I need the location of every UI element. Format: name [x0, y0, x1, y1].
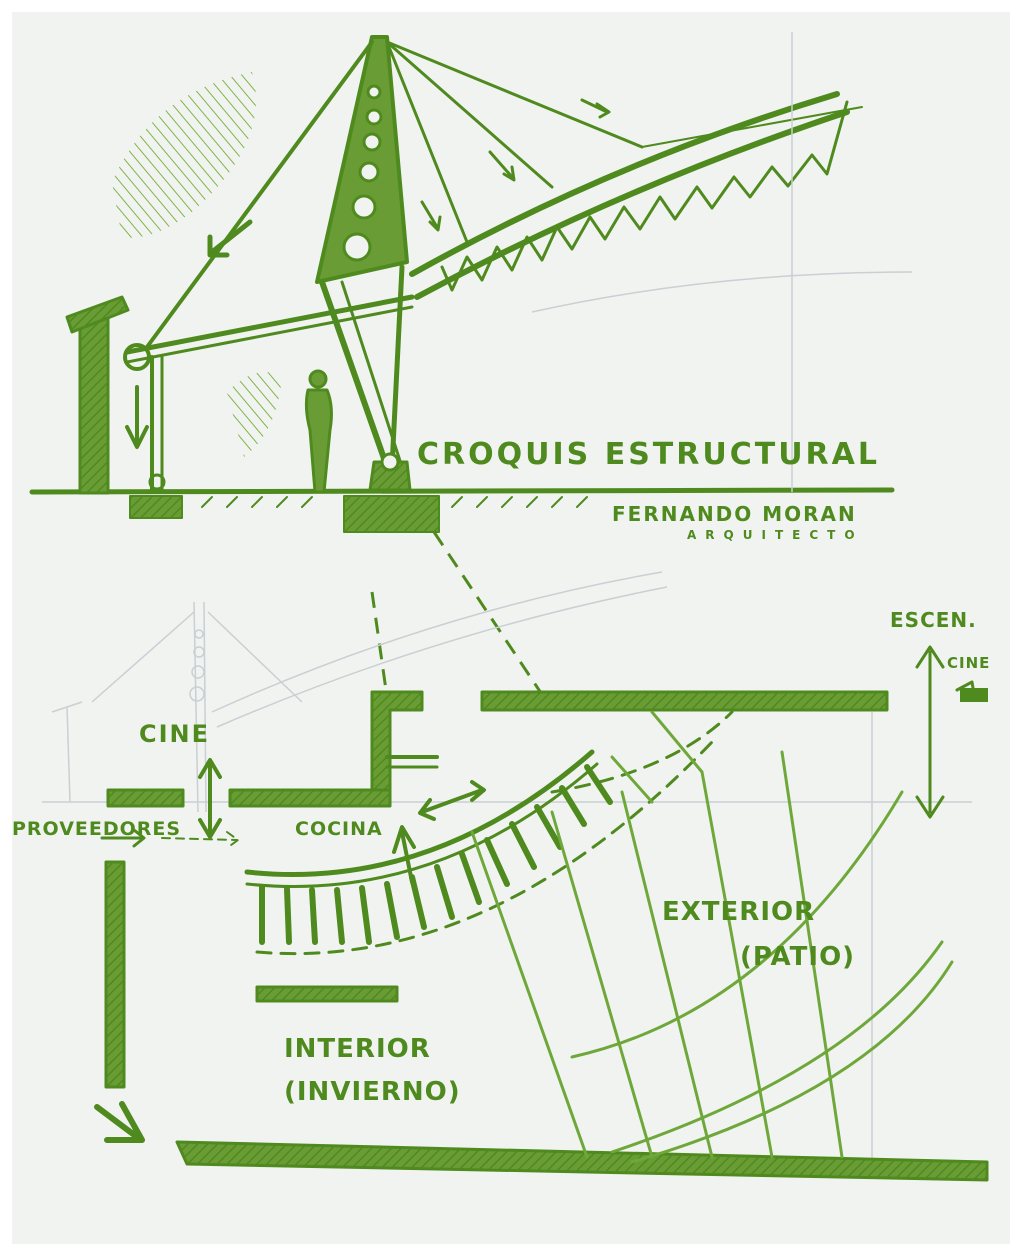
wall-scribble	[227, 372, 282, 457]
cable-3	[385, 40, 469, 244]
arrow-supply	[100, 828, 146, 848]
wall-left	[104, 860, 126, 1089]
label-cine: CINE	[139, 720, 211, 748]
roof-truss-top	[409, 91, 840, 277]
wall-cine-box	[370, 690, 424, 804]
wall-top-right	[480, 690, 889, 712]
arrow-cine	[198, 758, 222, 839]
projection-lines	[370, 531, 549, 703]
author-name: FERNANDO MORAN	[612, 502, 857, 526]
label-cocina: COCINA	[295, 818, 383, 840]
roof-truss-bottom	[414, 109, 850, 300]
arrow-cable-2	[488, 150, 516, 182]
label-escen: ESCEN.	[890, 608, 977, 632]
ground-hatch	[201, 496, 588, 508]
back-wall	[78, 315, 110, 495]
sky-scribble	[112, 72, 256, 238]
cable-1	[385, 40, 644, 149]
roof-truss-web	[440, 100, 849, 292]
label-interior: INTERIOR	[284, 1034, 431, 1064]
pencil-underlay	[42, 32, 972, 1162]
arrow-diag	[418, 780, 486, 821]
arrow-escen	[915, 645, 945, 819]
ribs	[259, 764, 613, 945]
arrow-supply-2	[161, 831, 239, 849]
interior-bench	[255, 985, 399, 1003]
arrow-cocina	[392, 825, 416, 884]
floor-plan	[94, 645, 989, 1182]
wall-kitchen-top	[228, 788, 392, 808]
label-exterior: EXTERIOR	[662, 897, 816, 927]
dashed-curve-outer	[550, 710, 734, 794]
author-role: ARQUITECTO	[687, 528, 864, 542]
cable-2	[385, 40, 554, 189]
human-figure	[304, 369, 333, 494]
arrow-diag-left	[207, 219, 253, 258]
dashed-curve-inner	[255, 740, 714, 956]
patio-lines	[470, 710, 954, 1164]
sketch-drawing	[29, 32, 989, 1182]
wall-cap	[65, 295, 130, 334]
arrow-cable-3	[420, 200, 442, 232]
curved-beam	[244, 749, 595, 877]
wall-supply-top	[106, 788, 185, 808]
back-stay	[145, 40, 374, 349]
main-mast	[315, 35, 409, 284]
cable-4	[641, 106, 863, 148]
wall-bottom	[175, 1140, 989, 1182]
footing-left	[129, 495, 183, 519]
footing-mast	[343, 495, 440, 533]
sketch-sheet: CROQUIS ESTRUCTURAL FERNANDO MORAN ARQUI…	[12, 12, 1010, 1244]
ground-line	[29, 487, 895, 495]
structural-section	[29, 35, 895, 533]
tie-beam	[124, 294, 415, 355]
section-title: CROQUIS ESTRUCTURAL	[417, 437, 880, 472]
label-patio: (PATIO)	[740, 942, 856, 972]
arrow-down	[125, 385, 149, 449]
label-proveedores: PROVEEDORES	[12, 818, 182, 840]
label-invierno: (INVIERNO)	[284, 1077, 461, 1107]
arrow-cable-1	[580, 98, 611, 119]
mast-holes	[342, 84, 383, 262]
arrow-entrance	[94, 1101, 145, 1143]
label-cine-right: CINE	[947, 654, 991, 672]
